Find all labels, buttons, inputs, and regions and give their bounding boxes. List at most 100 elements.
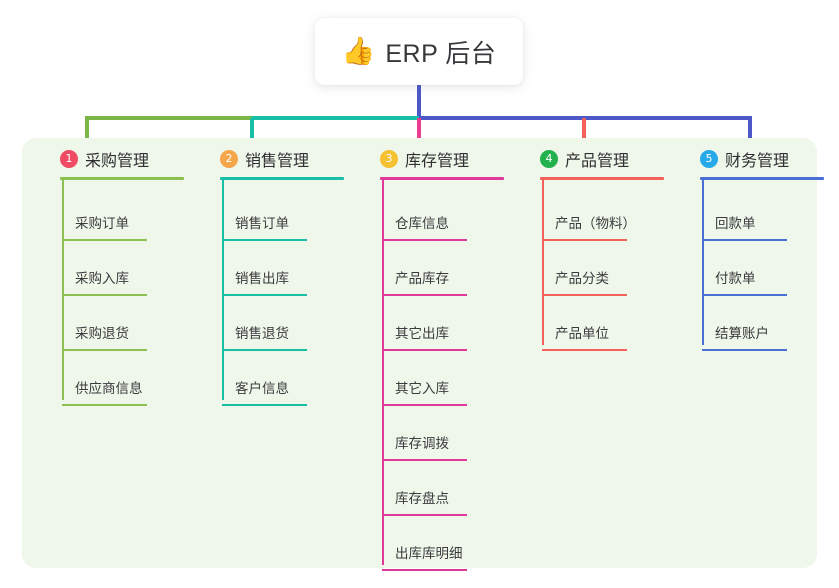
module-item-underline [382, 294, 467, 296]
module-item[interactable]: 库存调拨 [362, 406, 522, 461]
module-item-label: 采购订单 [75, 216, 129, 231]
module-item-list: 产品（物料） 产品分类产品单位 [522, 180, 682, 351]
module-item[interactable]: 采购退货 [42, 296, 202, 351]
module-item-underline [382, 349, 467, 351]
module-item[interactable]: 销售退货 [202, 296, 362, 351]
module-item-list: 销售订单销售出库销售退货客户信息 [202, 180, 362, 406]
module-item-label: 产品库存 [395, 271, 449, 286]
module-item-underline [382, 514, 467, 516]
module-item[interactable]: 产品单位 [522, 296, 682, 351]
module-item[interactable]: 产品（物料） [522, 186, 682, 241]
module-item-label: 产品单位 [555, 326, 609, 341]
module-item-list: 回款单付款单结算账户 [682, 180, 839, 351]
module-item-label: 采购退货 [75, 326, 129, 341]
module-number-badge: 1 [60, 150, 78, 168]
module-header-label: 库存管理 [405, 153, 470, 170]
module-item[interactable]: 产品分类 [522, 241, 682, 296]
module-spine-line [222, 180, 224, 400]
module-item[interactable]: 供应商信息 [42, 351, 202, 406]
module-spine-line [382, 180, 384, 565]
module-header-label: 销售管理 [245, 153, 310, 170]
module-item-underline [702, 294, 787, 296]
module-header-4[interactable]: 4 产品管理 [522, 138, 682, 180]
module-header-underline [380, 177, 504, 180]
module-item-label: 采购入库 [75, 271, 129, 286]
module-item-label: 产品（物料） [555, 216, 636, 231]
module-item[interactable]: 采购入库 [42, 241, 202, 296]
module-header-2[interactable]: 2 销售管理 [202, 138, 362, 180]
module-header-underline [700, 177, 824, 180]
module-header-5[interactable]: 5 财务管理 [682, 138, 839, 180]
module-number-badge: 2 [220, 150, 238, 168]
module-item-underline [62, 239, 147, 241]
root-node-card[interactable]: 👍 ERP 后台 [315, 18, 523, 85]
module-number-badge: 5 [700, 150, 718, 168]
module-item-label: 销售订单 [235, 216, 289, 231]
module-item-underline [222, 294, 307, 296]
module-header-3[interactable]: 3 库存管理 [362, 138, 522, 180]
module-spine-line [542, 180, 544, 345]
module-item-list: 仓库信息产品库存其它出库其它入库库存调拨库存盘点出库库明细 [362, 180, 522, 571]
module-item-label: 产品分类 [555, 271, 609, 286]
module-item-underline [382, 459, 467, 461]
module-item-label: 付款单 [715, 271, 756, 286]
root-node-title: ERP 后台 [385, 39, 497, 68]
module-item-underline [542, 294, 627, 296]
module-item[interactable]: 付款单 [682, 241, 839, 296]
module-item[interactable]: 产品库存 [362, 241, 522, 296]
module-header-label: 产品管理 [565, 153, 630, 170]
module-item-underline [542, 349, 627, 351]
module-item[interactable]: 出库库明细 [362, 516, 522, 571]
module-item-label: 库存盘点 [395, 491, 449, 506]
module-header-underline [220, 177, 344, 180]
module-item-label: 仓库信息 [395, 216, 449, 231]
module-spine-line [702, 180, 704, 345]
module-item-label: 其它入库 [395, 381, 449, 396]
module-item[interactable]: 结算账户 [682, 296, 839, 351]
module-item-list: 采购订单采购入库采购退货供应商信息 [42, 180, 202, 406]
module-spine-line [62, 180, 64, 400]
module-column-1: 1 采购管理采购订单采购入库采购退货供应商信息 [42, 138, 202, 406]
module-header-underline [60, 177, 184, 180]
module-item[interactable]: 回款单 [682, 186, 839, 241]
module-item[interactable]: 客户信息 [202, 351, 362, 406]
module-number-badge: 3 [380, 150, 398, 168]
module-item-underline [542, 239, 627, 241]
module-item-underline [62, 349, 147, 351]
module-column-3: 3 库存管理仓库信息产品库存其它出库其它入库库存调拨库存盘点出库库明细 [362, 138, 522, 571]
module-item-underline [222, 404, 307, 406]
module-column-2: 2 销售管理销售订单销售出库销售退货客户信息 [202, 138, 362, 406]
module-header-label: 财务管理 [725, 153, 790, 170]
thumbs-up-icon: 👍 [341, 36, 376, 66]
module-item[interactable]: 其它入库 [362, 351, 522, 406]
module-item-label: 供应商信息 [75, 381, 143, 396]
module-item-label: 结算账户 [715, 326, 769, 341]
module-item-underline [62, 404, 147, 406]
module-header-label: 采购管理 [85, 153, 150, 170]
module-item-label: 库存调拨 [395, 436, 449, 451]
module-header-underline [540, 177, 664, 180]
module-item-underline [702, 239, 787, 241]
module-item-label: 销售退货 [235, 326, 289, 341]
module-item-label: 销售出库 [235, 271, 289, 286]
module-item-underline [222, 349, 307, 351]
module-item-underline [382, 569, 467, 571]
module-column-4: 4 产品管理产品（物料） 产品分类产品单位 [522, 138, 682, 351]
module-column-5: 5 财务管理回款单付款单结算账户 [682, 138, 839, 351]
module-item-underline [382, 239, 467, 241]
module-item-label: 客户信息 [235, 381, 289, 396]
module-item[interactable]: 仓库信息 [362, 186, 522, 241]
module-item-underline [382, 404, 467, 406]
module-item[interactable]: 销售出库 [202, 241, 362, 296]
module-item-label: 其它出库 [395, 326, 449, 341]
module-item-underline [62, 294, 147, 296]
module-item-underline [702, 349, 787, 351]
module-number-badge: 4 [540, 150, 558, 168]
module-item[interactable]: 库存盘点 [362, 461, 522, 516]
module-header-1[interactable]: 1 采购管理 [42, 138, 202, 180]
modules-panel: 1 采购管理采购订单采购入库采购退货供应商信息 2 销售管理销售订单销售出库销售退货客… [22, 138, 824, 571]
module-item[interactable]: 采购订单 [42, 186, 202, 241]
module-item[interactable]: 其它出库 [362, 296, 522, 351]
module-item-underline [222, 239, 307, 241]
module-item[interactable]: 销售订单 [202, 186, 362, 241]
